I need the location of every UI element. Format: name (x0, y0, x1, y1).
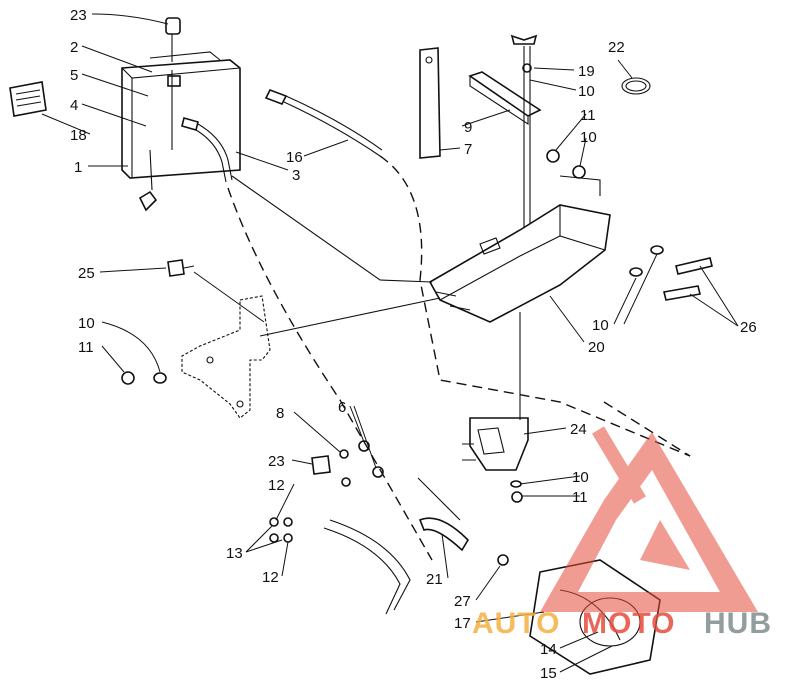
nut-27 (497, 554, 509, 566)
callout-21: 21 (426, 571, 443, 588)
callout-10-tray: 10 (592, 317, 609, 334)
watermark-triangle-icon (540, 432, 758, 612)
routing-lines (227, 155, 691, 561)
boot-21 (418, 517, 470, 552)
callout-11: 11 (580, 107, 596, 124)
callout-8: 8 (276, 405, 284, 422)
callout-12-lower: 12 (262, 569, 279, 586)
wing-nut (510, 34, 538, 45)
callout-26: 26 (740, 319, 757, 336)
battery-cap (165, 17, 181, 62)
callout-4: 4 (70, 97, 78, 114)
callout-11-solenoid: 11 (572, 489, 588, 506)
callout-11-left: 11 (78, 339, 94, 356)
battery-cable-positive (264, 88, 383, 157)
washer-19 (522, 63, 532, 73)
callout-23: 23 (70, 7, 87, 24)
strap (419, 47, 441, 159)
callout-1: 1 (74, 159, 82, 176)
callout-3: 3 (292, 167, 300, 184)
callout-24: 24 (570, 421, 587, 438)
callout-27: 27 (454, 593, 471, 610)
callout-5: 5 (70, 67, 78, 84)
decal-label (9, 81, 47, 117)
callout-10: 10 (578, 83, 595, 100)
battery (121, 51, 241, 212)
tray-washers-bolts (629, 245, 713, 301)
hold-down-bracket (468, 71, 542, 126)
solenoid-hardware (311, 440, 523, 503)
callout-6: 6 (338, 399, 346, 416)
callout-13: 13 (226, 545, 243, 562)
callout-19: 19 (578, 63, 595, 80)
callout-25: 25 (78, 265, 95, 282)
nut-washer-group-top (546, 149, 586, 179)
callout-10-solenoid: 10 (572, 469, 589, 486)
watermark-auto: AUTO (472, 607, 560, 640)
bolt-25 (167, 259, 195, 277)
callout-15: 15 (540, 665, 557, 682)
callout-7: 7 (464, 141, 472, 158)
mounting-bracket (181, 295, 271, 419)
cable-tie (621, 77, 651, 95)
watermark-moto: MOTO (582, 607, 675, 640)
callout-20: 20 (588, 339, 605, 356)
callout-17: 17 (454, 615, 471, 632)
leader-lines (41, 13, 739, 673)
callout-18: 18 (70, 127, 87, 144)
watermark-hub: HUB (704, 607, 772, 640)
callout-labels: 23 2 5 4 18 1 16 3 7 9 19 10 22 11 10 25… (70, 7, 757, 682)
solenoid (462, 417, 529, 471)
terminal-hardware-left (269, 517, 293, 543)
callout-22: 22 (608, 39, 625, 56)
nut-washer-group-left (121, 371, 167, 385)
callout-23-lower: 23 (268, 453, 285, 470)
callout-14: 14 (540, 641, 557, 658)
wire-leads (323, 477, 461, 615)
callout-10-upper: 10 (580, 129, 597, 146)
battery-tray (428, 204, 611, 323)
watermark-logo (540, 426, 758, 612)
watermark-text: AUTO MOTO HUB (472, 607, 772, 640)
callout-9: 9 (464, 119, 472, 136)
callout-10-left: 10 (78, 315, 95, 332)
callout-16: 16 (286, 149, 303, 166)
callout-12: 12 (268, 477, 285, 494)
battery-cable-negative (181, 117, 233, 183)
callout-2: 2 (70, 39, 78, 56)
